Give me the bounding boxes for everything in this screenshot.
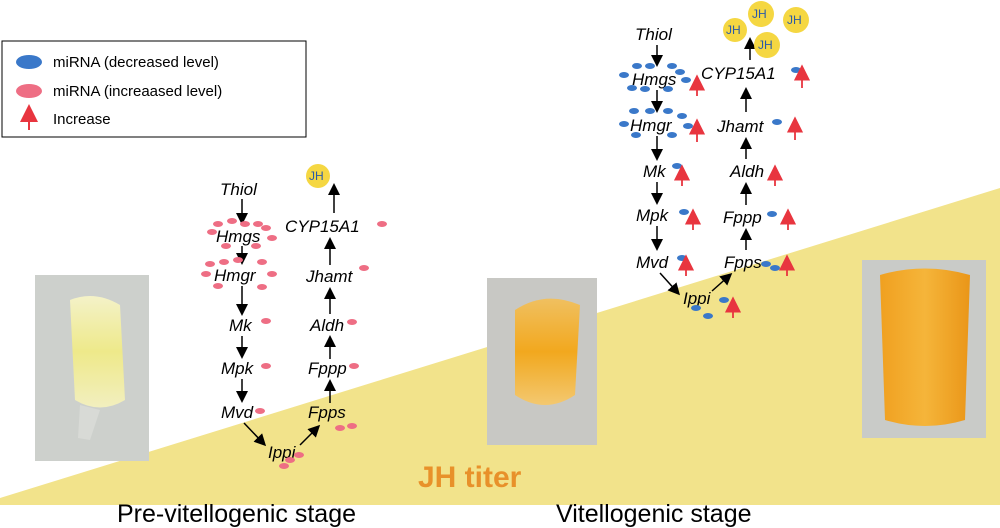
pre-vitellogenic-pathway: Thiol Hmgs Hmgr Mk Mpk Mvd Ippi Fpps Fpp… xyxy=(201,164,387,469)
gene-fpps: Fpps xyxy=(308,403,346,422)
gene-fppp: Fppp xyxy=(308,359,347,378)
gene-mk-vit: Mk xyxy=(643,162,667,181)
pre-vitellogenic-stage-label: Pre-vitellogenic stage xyxy=(117,500,356,528)
legend: miRNA (decreased level) miRNA (increaase… xyxy=(1,40,307,138)
gene-jhamt: Jhamt xyxy=(305,267,354,286)
increased-marker-icon xyxy=(16,84,42,98)
jh-product: JH xyxy=(306,164,330,188)
gene-mvd: Mvd xyxy=(221,403,254,422)
legend-decreased: miRNA (decreased level) xyxy=(53,54,219,71)
legend-increase: Increase xyxy=(53,111,111,128)
legend-increased: miRNA (increaased level) xyxy=(53,83,222,100)
jh-titer-label: JH titer xyxy=(418,461,522,494)
gene-hmgs: Hmgs xyxy=(216,227,261,246)
gene-aldh: Aldh xyxy=(309,316,344,335)
vitellogenic-pathway: Thiol Hmgs Hmgr Mk Mpk Mvd Ippi Fpps Fpp… xyxy=(619,1,811,319)
svg-text:JH: JH xyxy=(752,7,767,21)
svg-text:JH: JH xyxy=(309,169,324,183)
gene-mpk: Mpk xyxy=(221,359,255,378)
gene-mpk-vit: Mpk xyxy=(636,206,670,225)
gene-fpps-vit: Fpps xyxy=(724,253,762,272)
pre-vitellogenic-gland-photo xyxy=(35,275,149,461)
gene-mk: Mk xyxy=(229,316,253,335)
vitellogenic-stage-label: Vitellogenic stage xyxy=(556,500,752,528)
jh-product-cluster: JH JH JH JH xyxy=(723,1,809,58)
gene-cyp15a1-vit: CYP15A1 xyxy=(701,64,776,83)
svg-text:JH: JH xyxy=(726,23,741,37)
gene-hmgr-vit: Hmgr xyxy=(630,116,673,135)
gene-hmgs-vit: Hmgs xyxy=(632,70,677,89)
gene-ippi-vit: Ippi xyxy=(683,289,712,308)
gene-aldh-vit: Aldh xyxy=(729,162,764,181)
decreased-marker-icon xyxy=(16,55,42,69)
gene-cyp15a1: CYP15A1 xyxy=(285,217,360,236)
gene-fppp-vit: Fppp xyxy=(723,208,762,227)
gene-thiol: Thiol xyxy=(220,180,258,199)
early-vitellogenic-gland-photo xyxy=(487,278,597,445)
svg-text:JH: JH xyxy=(787,13,802,27)
gene-hmgr: Hmgr xyxy=(214,266,257,285)
gene-thiol-vit: Thiol xyxy=(635,25,673,44)
vitellogenic-gland-photo xyxy=(862,260,986,438)
svg-text:JH: JH xyxy=(758,38,773,52)
gene-mvd-vit: Mvd xyxy=(636,253,669,272)
gene-jhamt-vit: Jhamt xyxy=(716,117,765,136)
